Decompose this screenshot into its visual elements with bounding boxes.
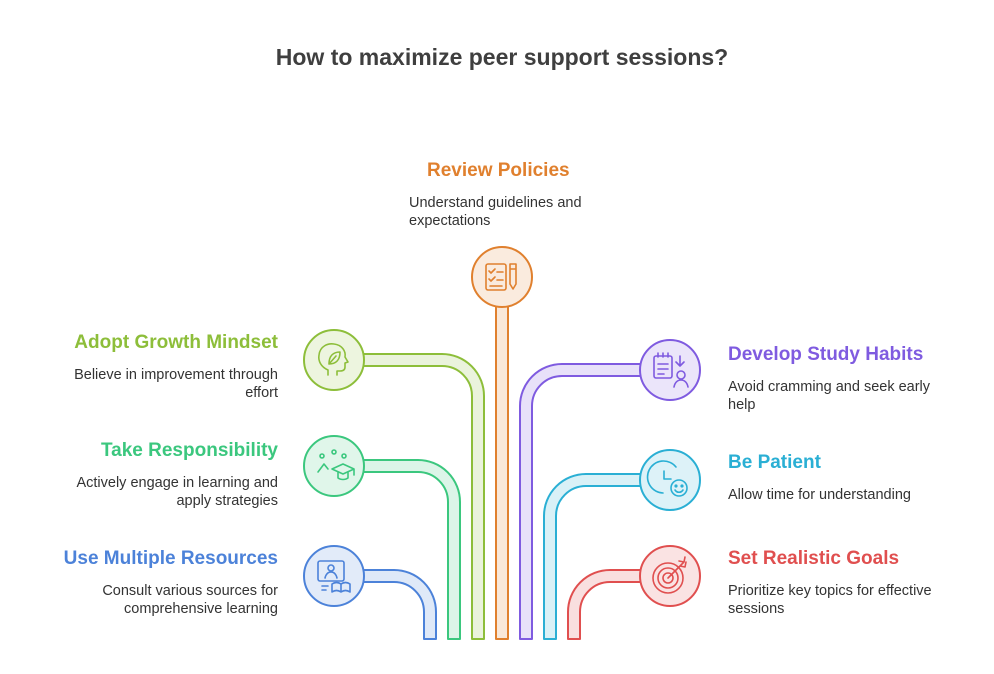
label-develop-study-habits: Develop Study Habits Avoid cramming and … [728, 344, 958, 414]
node-circle-patient [639, 449, 701, 511]
desc-adopt-growth-mindset: Believe in improvement through effort [74, 367, 278, 401]
heading-use-multiple-resources: Use Multiple Resources [63, 548, 278, 569]
label-use-multiple-resources: Use Multiple Resources Consult various s… [38, 548, 278, 618]
desc-set-realistic-goals: Prioritize key topics for effective sess… [728, 583, 932, 617]
connector-responsibility [333, 459, 461, 640]
heading-adopt-growth-mindset: Adopt Growth Mindset [74, 332, 278, 353]
heading-review-policies: Review Policies [427, 160, 570, 181]
connector-review [495, 276, 509, 640]
label-be-patient: Be Patient Allow time for understanding [728, 452, 958, 504]
heading-take-responsibility: Take Responsibility [100, 440, 278, 461]
node-responsibility [303, 435, 365, 497]
clock-smile-icon [646, 460, 688, 497]
desc-be-patient: Allow time for understanding [728, 487, 911, 503]
node-habits [639, 339, 701, 401]
connectors [333, 276, 671, 640]
node-resources [303, 545, 365, 607]
desc-review-policies: Understand guidelines and expectations [409, 195, 582, 229]
desc-take-responsibility: Actively engage in learning and apply st… [76, 475, 278, 509]
node-goals [639, 545, 701, 607]
target-arrow-icon [652, 556, 687, 594]
label-review-policies: Review Policies Understand guidelines an… [409, 160, 609, 230]
head-leaf-icon [318, 343, 349, 376]
node-patient [639, 449, 701, 511]
connector-growth [333, 353, 485, 640]
desc-develop-study-habits: Avoid cramming and seek early help [728, 379, 931, 413]
graduation-cap-icon [317, 449, 355, 481]
checklist-pencil-icon [485, 263, 517, 291]
node-circle-responsibility [303, 435, 365, 497]
connector-patient [543, 473, 671, 640]
label-set-realistic-goals: Set Realistic Goals Prioritize key topic… [728, 548, 958, 618]
node-circle-review [471, 246, 533, 308]
node-circle-resources [303, 545, 365, 607]
heading-set-realistic-goals: Set Realistic Goals [728, 548, 900, 569]
desc-use-multiple-resources: Consult various sources for comprehensiv… [102, 583, 278, 617]
node-circle-habits [639, 339, 701, 401]
label-take-responsibility: Take Responsibility Actively engage in l… [48, 440, 278, 510]
node-growth [303, 329, 365, 391]
nodes [303, 246, 701, 607]
heading-be-patient: Be Patient [728, 452, 821, 473]
node-circle-growth [303, 329, 365, 391]
heading-develop-study-habits: Develop Study Habits [728, 344, 924, 365]
node-review [471, 246, 533, 308]
study-notes-icon [653, 352, 689, 388]
diagram-title: How to maximize peer support sessions? [275, 44, 729, 70]
screen-book-icon [317, 560, 351, 593]
label-adopt-growth-mindset: Adopt Growth Mindset Believe in improvem… [48, 332, 278, 402]
connector-habits [519, 363, 671, 640]
